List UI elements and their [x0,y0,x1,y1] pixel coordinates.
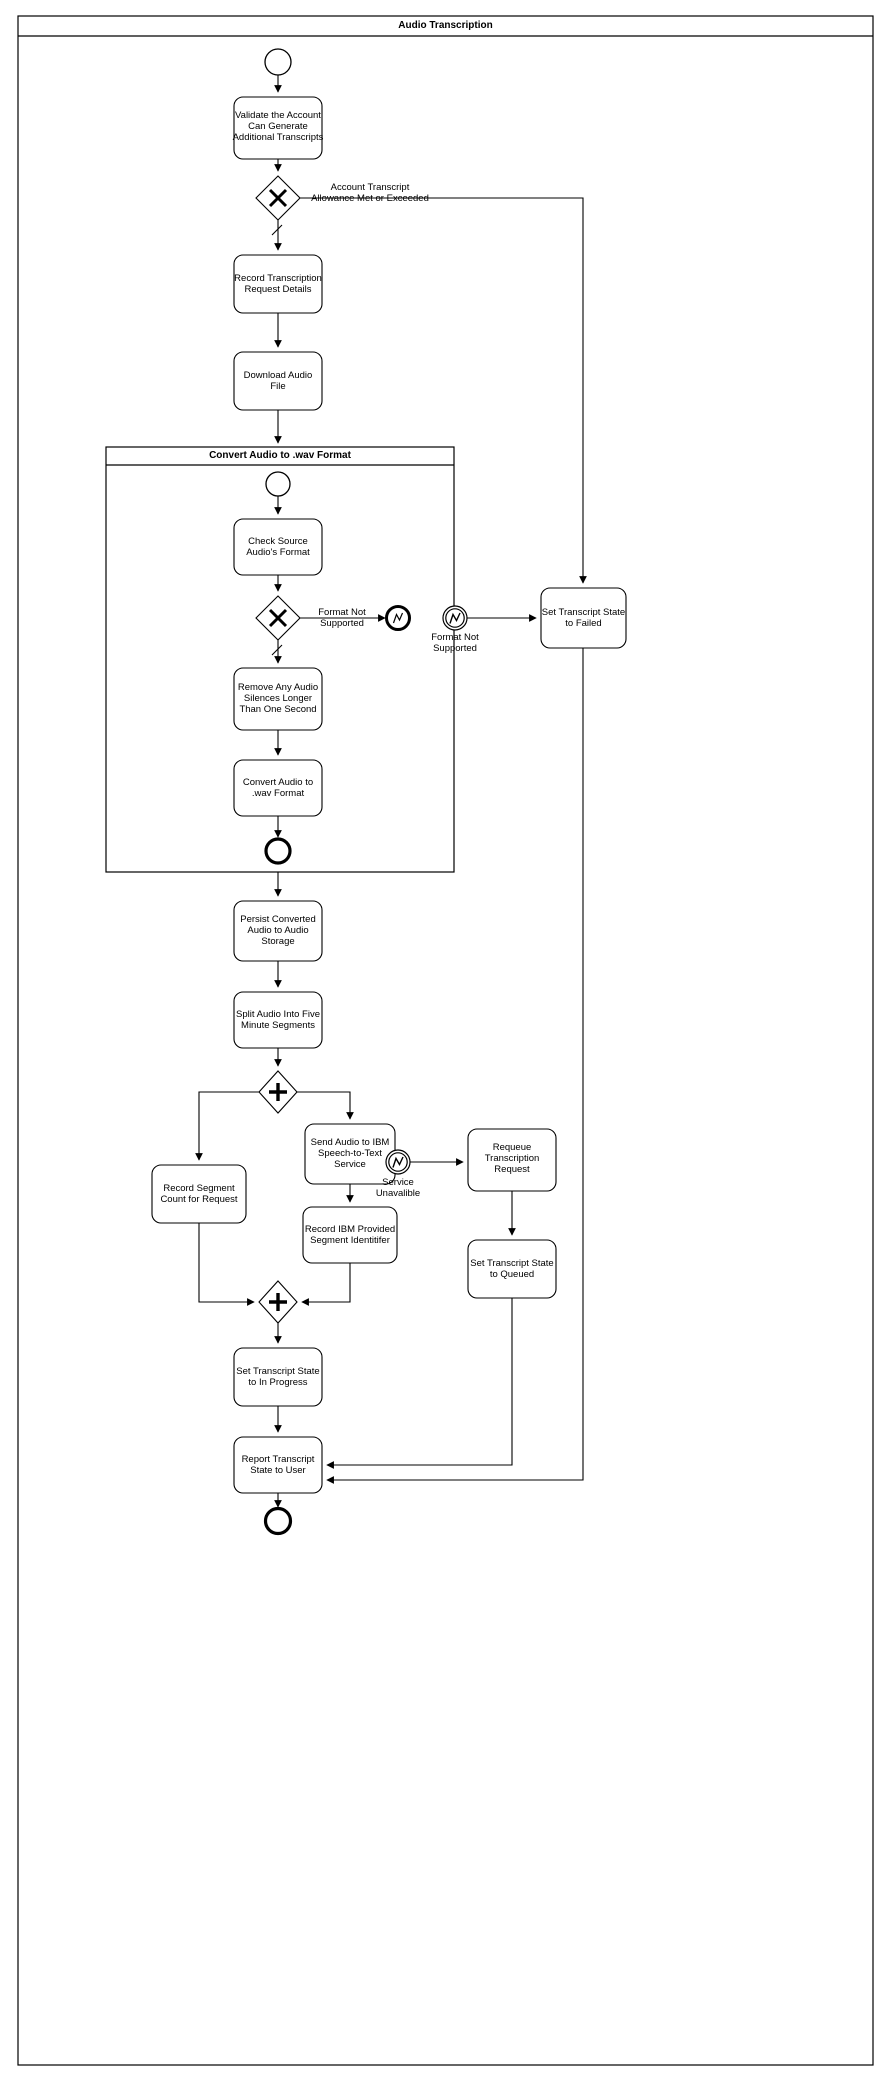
error-boundary-service-hit[interactable] [386,1150,410,1174]
gateway-account-allowance[interactable] [256,176,300,220]
boundary-event-label-format-not-supported: Format Not Supported [431,632,479,654]
start-event-main-hit[interactable] [265,49,291,75]
task-record-segment-count[interactable]: Record Segment Count for Request [160,1183,238,1205]
task-validate-account[interactable]: Validate the Account Can Generate Additi… [232,110,324,143]
flow-label-account-allowance: Account Transcript Allowance Met or Exce… [311,182,429,204]
task-shapes [151,96,627,1494]
task-set-transcript-state-in-progress[interactable]: Set Transcript State to In Progress [236,1366,320,1388]
end-event-subprocess-hit[interactable] [266,839,290,863]
end-event-subprocess [264,837,292,865]
task-send-audio-ibm[interactable]: Send Audio to IBM Speech-to-Text Service [310,1137,390,1170]
task-record-transcription-request[interactable]: Record Transcription Request Details [234,273,322,295]
sequence-flows [195,75,587,1508]
start-event-subprocess-hit[interactable] [266,472,290,496]
task-download-audio-file[interactable]: Download Audio File [243,370,313,392]
task-requeue-transcription-request[interactable]: Requeue Transcription Request [484,1142,540,1175]
error-boundary-event-service [385,1149,411,1175]
task-split-audio-segments[interactable]: Split Audio Into Five Minute Segments [236,1009,320,1031]
error-boundary-format-hit[interactable] [443,606,467,630]
gateway-parallel-split[interactable] [259,1071,297,1113]
end-event-main-hit[interactable] [265,1508,291,1534]
error-end-event-hit[interactable] [386,606,410,630]
task-persist-converted-audio[interactable]: Persist Converted Audio to Audio Storage [240,914,316,947]
gateway-format-supported[interactable] [256,596,300,640]
task-set-transcript-state-queued[interactable]: Set Transcript State to Queued [470,1258,554,1280]
pool-title: Audio Transcription [398,20,493,31]
subprocess-title: Convert Audio to .wav Format [209,450,351,461]
parallel-gateway-marks [269,1083,287,1311]
end-event-main [263,1506,293,1536]
task-convert-audio-wav[interactable]: Convert Audio to .wav Format [242,777,314,799]
flow-label-format-not-supported: Format Not Supported [318,607,366,629]
task-report-transcript-state[interactable]: Report Transcript State to User [241,1454,315,1476]
boundary-event-label-service-unavailable: Service Unavalible [375,1177,421,1199]
pool-container [17,15,874,2066]
task-remove-audio-silences[interactable]: Remove Any Audio Silences Longer Than On… [237,682,319,715]
error-end-event-subprocess [385,605,411,631]
task-check-source-format[interactable]: Check Source Audio's Format [246,536,310,558]
exclusive-gateway-marks [268,188,288,628]
task-record-ibm-segment-id[interactable]: Record IBM Provided Segment Identitifer [304,1224,396,1246]
task-set-transcript-state-failed[interactable]: Set Transcript State to Failed [541,607,626,629]
gateway-parallel-join[interactable] [259,1281,297,1323]
error-boundary-event-format [442,605,468,631]
